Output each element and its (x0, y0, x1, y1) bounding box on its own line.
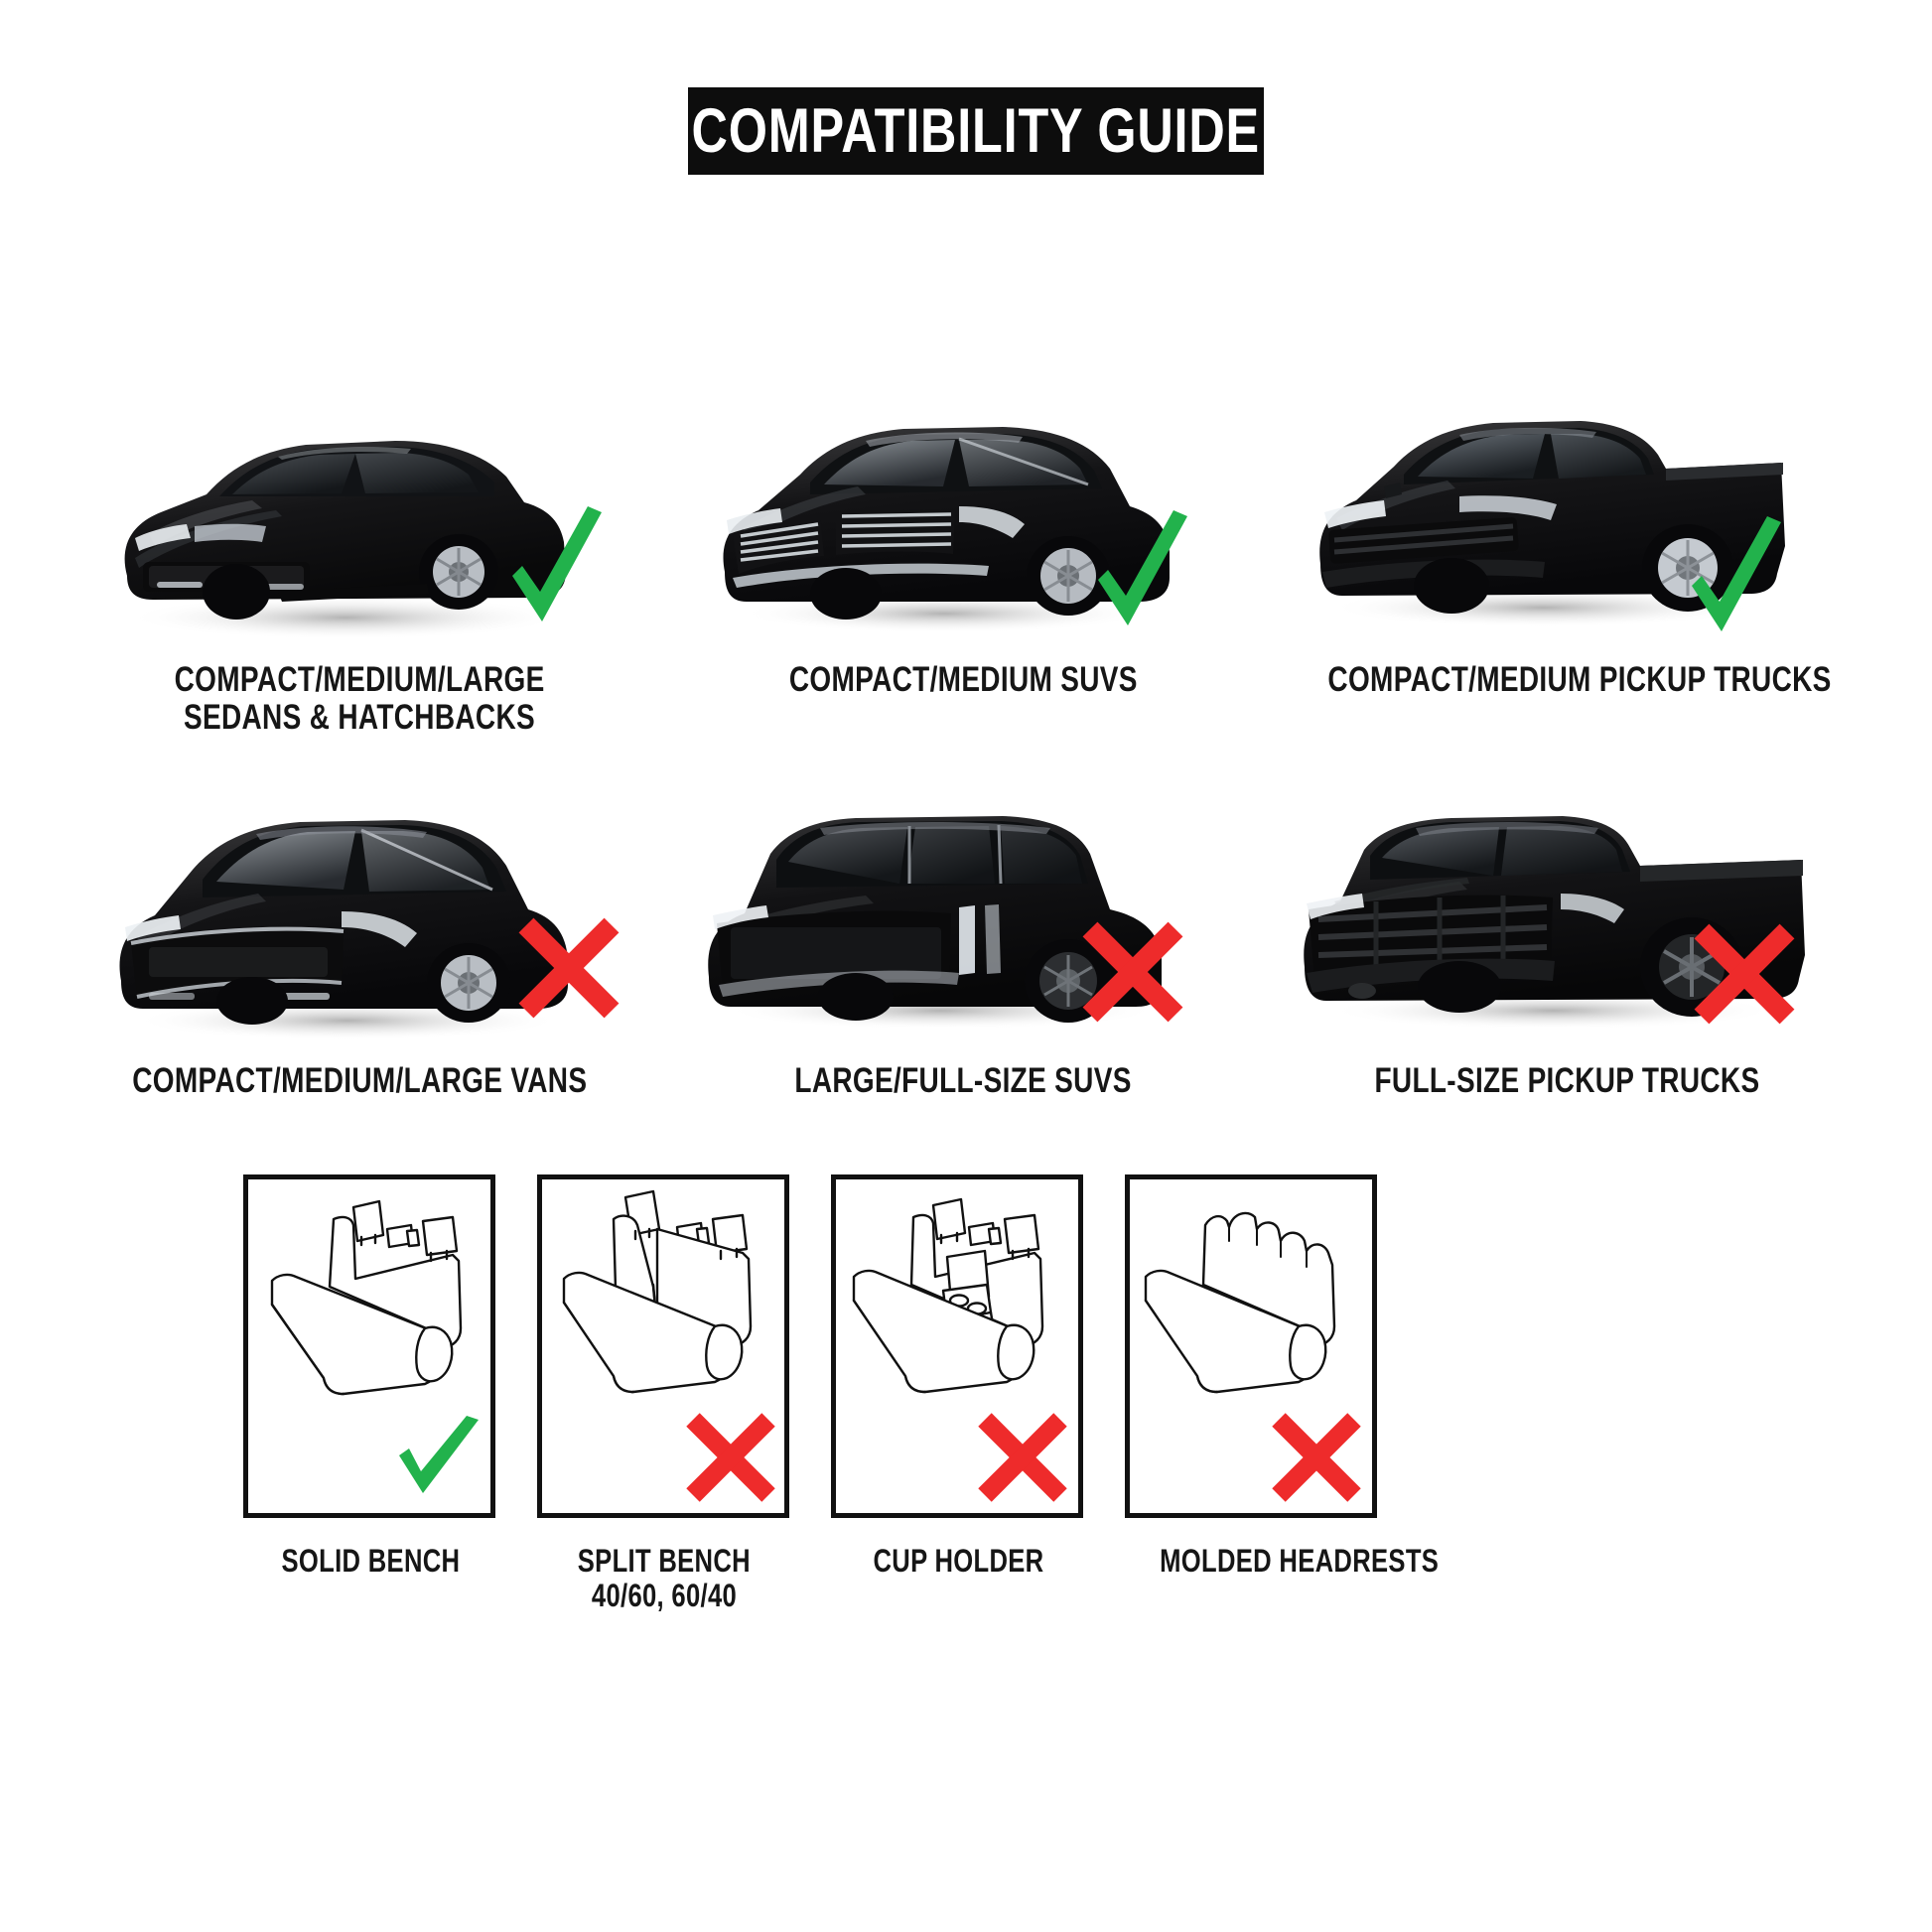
suv-vehicle-art (661, 397, 1265, 655)
sedan-vehicle-art (58, 397, 661, 655)
check-icon (512, 506, 602, 621)
page-title-banner: COMPATIBILITY GUIDE (688, 87, 1264, 175)
vehicle-card-compact-pickup: COMPACT/MEDIUM PICKUP TRUCKS (1265, 397, 1868, 737)
seat-label-line2: 40/60, 60/40 (591, 1578, 738, 1613)
vehicle-label-compact-pickup: COMPACT/MEDIUM PICKUP TRUCKS (1265, 661, 1868, 699)
seat-label-solid-bench: SOLID BENCH (243, 1544, 497, 1579)
suv-vehicle-icon (723, 427, 1170, 633)
molded-headrests-seat-icon (1144, 1211, 1336, 1394)
seat-label-split-bench: SPLIT BENCH 40/60, 60/40 (537, 1544, 791, 1613)
seat-card-split-bench: SPLIT BENCH 40/60, 60/40 (537, 1174, 791, 1613)
vehicle-label-line1: COMPACT/MEDIUM SUVS (788, 660, 1138, 699)
vehicle-label-line1: COMPACT/MEDIUM/LARGE VANS (131, 1061, 588, 1100)
cross-icon (1272, 1413, 1361, 1502)
vehicle-label-line1: COMPACT/MEDIUM/LARGE (174, 660, 545, 699)
vehicle-label-large-suv: LARGE/FULL-SIZE SUVS (661, 1062, 1265, 1100)
vehicle-card-compact-suv: COMPACT/MEDIUM SUVS (661, 397, 1265, 737)
cross-icon (518, 917, 620, 1019)
seat-label-line1: MOLDED HEADRESTS (1160, 1543, 1440, 1579)
vehicle-row-compatible: COMPACT/MEDIUM/LARGE SEDANS & HATCHBACKS (0, 397, 1932, 737)
van-vehicle-art (58, 798, 661, 1056)
vehicle-compatibility-grid: COMPACT/MEDIUM/LARGE SEDANS & HATCHBACKS (0, 397, 1932, 1100)
check-icon (399, 1416, 479, 1493)
cup-holder-seat-icon (852, 1197, 1044, 1394)
vehicle-label-van: COMPACT/MEDIUM/LARGE VANS (58, 1062, 661, 1100)
vehicle-card-sedan: COMPACT/MEDIUM/LARGE SEDANS & HATCHBACKS (58, 397, 661, 737)
seat-card-solid-bench: SOLID BENCH (243, 1174, 497, 1613)
cup-holder-seat-box (831, 1174, 1083, 1518)
pickup-vehicle-art (1265, 397, 1868, 655)
seat-label-molded-headrests: MOLDED HEADRESTS (1125, 1544, 1439, 1579)
vehicle-card-fullsize-pickup: FULL-SIZE PICKUP TRUCKS (1265, 798, 1868, 1100)
van-vehicle-icon (119, 820, 569, 1040)
split-bench-seat-icon (562, 1189, 753, 1394)
seat-label-cup-holder: CUP HOLDER (831, 1544, 1085, 1579)
solid-bench-seat-box (243, 1174, 495, 1518)
seat-label-line1: SOLID BENCH (281, 1543, 460, 1579)
cross-icon (978, 1413, 1067, 1502)
vehicle-label-sedan: COMPACT/MEDIUM/LARGE SEDANS & HATCHBACKS (58, 661, 661, 737)
vehicle-label-fullsize-pickup: FULL-SIZE PICKUP TRUCKS (1265, 1062, 1868, 1100)
page-title: COMPATIBILITY GUIDE (691, 95, 1261, 166)
large-suv-vehicle-art (661, 798, 1265, 1056)
vehicle-card-van: COMPACT/MEDIUM/LARGE VANS (58, 798, 661, 1100)
molded-headrests-seat-box (1125, 1174, 1377, 1518)
vehicle-row-not-compatible: COMPACT/MEDIUM/LARGE VANS (0, 798, 1932, 1100)
seat-card-molded-headrests: MOLDED HEADRESTS (1125, 1174, 1439, 1613)
vehicle-card-large-suv: LARGE/FULL-SIZE SUVS (661, 798, 1265, 1100)
vehicle-label-line1: LARGE/FULL-SIZE SUVS (794, 1061, 1132, 1100)
vehicle-label-line1: FULL-SIZE PICKUP TRUCKS (1374, 1061, 1759, 1100)
vehicle-label-line2: SEDANS & HATCHBACKS (183, 698, 536, 737)
check-icon (1098, 510, 1187, 625)
seat-card-cup-holder: CUP HOLDER (831, 1174, 1085, 1613)
cross-icon (1082, 921, 1183, 1023)
sedan-vehicle-icon (124, 441, 567, 639)
vehicle-label-compact-suv: COMPACT/MEDIUM SUVS (661, 661, 1265, 699)
cross-icon (1694, 923, 1795, 1025)
vehicle-label-line1: COMPACT/MEDIUM PICKUP TRUCKS (1327, 660, 1832, 699)
seat-label-line1: CUP HOLDER (872, 1543, 1043, 1579)
pickup-vehicle-icon (1319, 421, 1785, 627)
check-icon (1692, 516, 1781, 631)
solid-bench-seat-icon (270, 1199, 463, 1396)
fullsize-pickup-vehicle-icon (1304, 816, 1805, 1030)
seat-type-grid: SOLID BENCH (243, 1174, 1439, 1613)
fullsize-pickup-vehicle-art (1265, 798, 1868, 1056)
split-bench-seat-box (537, 1174, 789, 1518)
seat-label-line1: SPLIT BENCH (577, 1543, 752, 1579)
cross-icon (686, 1413, 775, 1502)
